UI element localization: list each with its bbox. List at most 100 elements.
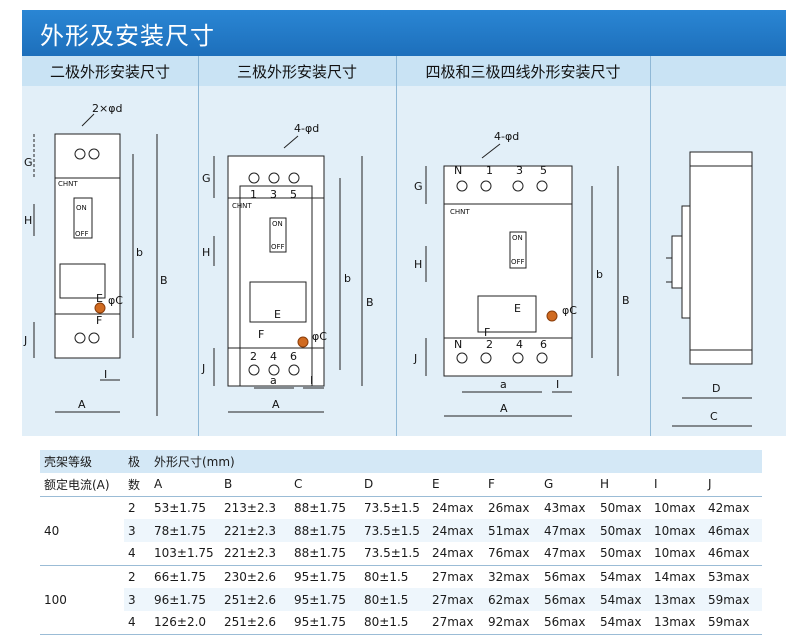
dimension-cell: 24max bbox=[432, 546, 474, 561]
terminal-screw bbox=[268, 172, 280, 184]
dimension-cell: 53±1.75 bbox=[150, 495, 220, 519]
dim-label-i: I bbox=[310, 374, 313, 387]
terminal-screw bbox=[512, 352, 524, 364]
dim-label-g: G bbox=[202, 172, 211, 185]
dimension-cell: 27max bbox=[428, 564, 484, 588]
terminal-screw bbox=[88, 148, 100, 160]
side-body bbox=[689, 151, 753, 365]
pole-count-cell: 2 bbox=[124, 564, 150, 588]
pole-count-cell: 4 bbox=[128, 546, 136, 561]
col-header: F bbox=[488, 477, 495, 492]
toggle-window bbox=[509, 231, 527, 269]
dimension-cell: 73.5±1.5 bbox=[364, 546, 420, 561]
dimension-cell: 10max bbox=[650, 519, 704, 542]
dimension-cell: 27max bbox=[432, 615, 474, 630]
dimension-cell: 126±2.0 bbox=[154, 615, 207, 630]
panel-label-3pole: 三极外形安装尺寸 bbox=[236, 63, 357, 81]
dimension-cell: 80±1.5 bbox=[364, 615, 409, 630]
terminal-number: 6 bbox=[540, 338, 547, 351]
section-title: 外形及安装尺寸 bbox=[40, 22, 215, 50]
panel-label-4pole: 四极和三极四线外形安装尺寸 bbox=[425, 63, 621, 81]
dim-label-e: E bbox=[514, 302, 521, 315]
dimension-cell: 88±1.75 bbox=[294, 546, 347, 561]
terminal-screw bbox=[480, 180, 492, 192]
terminal-number: 6 bbox=[290, 350, 297, 363]
dim-label-g: G bbox=[414, 180, 423, 193]
dimension-cell: 88±1.75 bbox=[290, 519, 360, 542]
dim-label-b-upper: B bbox=[622, 294, 630, 307]
dim-label-i: I bbox=[556, 378, 559, 391]
mounting-hole bbox=[94, 302, 106, 314]
dim-label-j: J bbox=[201, 362, 205, 375]
terminal-screw bbox=[456, 180, 468, 192]
mounting-hole bbox=[297, 336, 309, 348]
dim-label-j: J bbox=[23, 334, 27, 347]
dimension-cell: 54max bbox=[596, 564, 650, 588]
dimension-cell: 13max bbox=[654, 615, 696, 630]
brand-label: CHNT bbox=[58, 180, 78, 188]
header-count: 数 bbox=[128, 477, 141, 492]
dimension-cell: 24max bbox=[428, 495, 484, 519]
dimension-cell: 103±1.75 bbox=[154, 546, 214, 561]
col-header: J bbox=[708, 477, 712, 492]
hole-label: 4-φd bbox=[494, 130, 519, 143]
dimension-cell: 54max bbox=[596, 588, 650, 611]
terminal-screw bbox=[480, 352, 492, 364]
dimension-table: 壳架等级 极 外形尺寸(mm) 额定电流(A) 数 A B C D E F G … bbox=[40, 450, 762, 635]
dimension-cell: 251±2.6 bbox=[220, 588, 290, 611]
drawing-2pole bbox=[33, 113, 158, 416]
dim-label-h: H bbox=[202, 246, 210, 259]
dimension-cell: 24max bbox=[428, 519, 484, 542]
terminal-screw bbox=[74, 148, 86, 160]
table-header-row: 壳架等级 极 外形尺寸(mm) bbox=[40, 450, 762, 473]
terminal-number: 5 bbox=[290, 188, 297, 201]
escutcheon-cutout bbox=[59, 263, 106, 299]
panel-divider bbox=[198, 56, 199, 436]
col-header: D bbox=[364, 477, 374, 492]
dimension-cell: 59max bbox=[708, 615, 750, 630]
dimension-cell: 43max bbox=[540, 495, 596, 519]
pole-count-cell: 3 bbox=[124, 588, 150, 611]
header-current: 额定电流(A) bbox=[44, 477, 110, 492]
dimension-cell: 26max bbox=[484, 495, 540, 519]
panel-label-strip bbox=[22, 56, 786, 86]
terminal-screw bbox=[268, 364, 280, 376]
dimension-table-wrap: 壳架等级 极 外形尺寸(mm) 额定电流(A) 数 A B C D E F G … bbox=[40, 450, 762, 635]
dimension-cell: 95±1.75 bbox=[290, 588, 360, 611]
terminal-number: 1 bbox=[486, 164, 493, 177]
terminal-screw bbox=[536, 352, 548, 364]
dim-label-f: F bbox=[96, 314, 102, 327]
dimension-drawing-svg: 2×φd G H J E F b B I A φC CHNT ON OFF 4-… bbox=[23, 102, 753, 427]
dim-label-c: C bbox=[710, 410, 718, 423]
dimension-cell: 54max bbox=[600, 615, 642, 630]
terminal-number: 5 bbox=[540, 164, 547, 177]
dimension-cell: 46max bbox=[704, 519, 762, 542]
dimension-cell: 73.5±1.5 bbox=[360, 519, 428, 542]
drawing-side-view bbox=[666, 151, 753, 427]
dim-label-c: φC bbox=[108, 294, 123, 307]
dim-label-a-upper: A bbox=[78, 398, 86, 411]
drawing-3pole bbox=[213, 135, 363, 413]
dimension-cell: 230±2.6 bbox=[220, 564, 290, 588]
col-header: H bbox=[600, 477, 610, 492]
dimension-cell: 50max bbox=[596, 519, 650, 542]
dimension-cell: 10max bbox=[654, 546, 696, 561]
col-header: B bbox=[224, 477, 233, 492]
panel-label-2pole: 二极外形安装尺寸 bbox=[49, 63, 170, 81]
terminal-number: 4 bbox=[270, 350, 277, 363]
col-header: I bbox=[654, 477, 658, 492]
dimension-cell: 80±1.5 bbox=[360, 564, 428, 588]
dim-label-b: b bbox=[344, 272, 351, 285]
toggle-window bbox=[269, 217, 287, 253]
dimension-cell: 221±2.3 bbox=[224, 546, 277, 561]
dim-label-j: J bbox=[413, 352, 417, 365]
dimension-cell: 66±1.75 bbox=[150, 564, 220, 588]
dim-label-a-upper: A bbox=[500, 402, 508, 415]
dim-label-b: b bbox=[596, 268, 603, 281]
dim-label-a-upper: A bbox=[272, 398, 280, 411]
